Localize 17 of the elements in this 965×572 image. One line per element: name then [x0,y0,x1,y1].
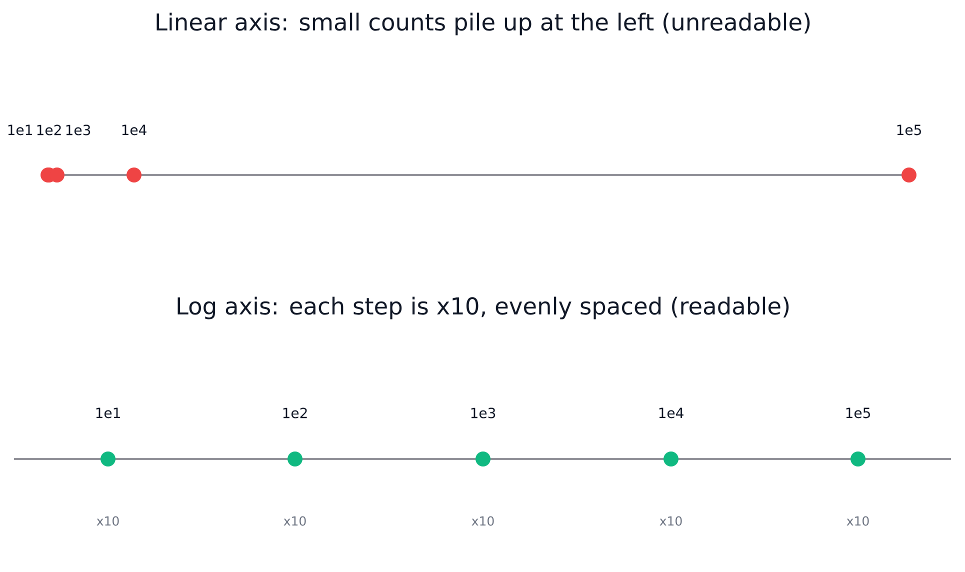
heading: Linear axis: small counts pile up at the left (unreadable) [156,12,810,36]
step-label: x10 [472,516,494,526]
value-label: 1e5 [897,124,921,136]
value-label: 1e2 [283,408,307,418]
value-label: 1e5 [846,408,870,418]
step-label: x10 [96,516,119,526]
value-label: 1e4 [659,408,684,418]
step-label: x10 [846,516,869,526]
heading: Log axis: each step is x10, evenly spaced (readable) [178,296,789,320]
value-label: 1e4 [122,124,146,136]
value-label: 1e1 [96,408,120,418]
step-label: x10 [660,516,682,526]
value-label: 1e1 [8,124,32,136]
value-label: 1e3 [66,124,90,136]
step-label: x10 [284,516,306,526]
value-label: 1e3 [471,408,496,418]
value-label: 1e2 [37,124,61,136]
